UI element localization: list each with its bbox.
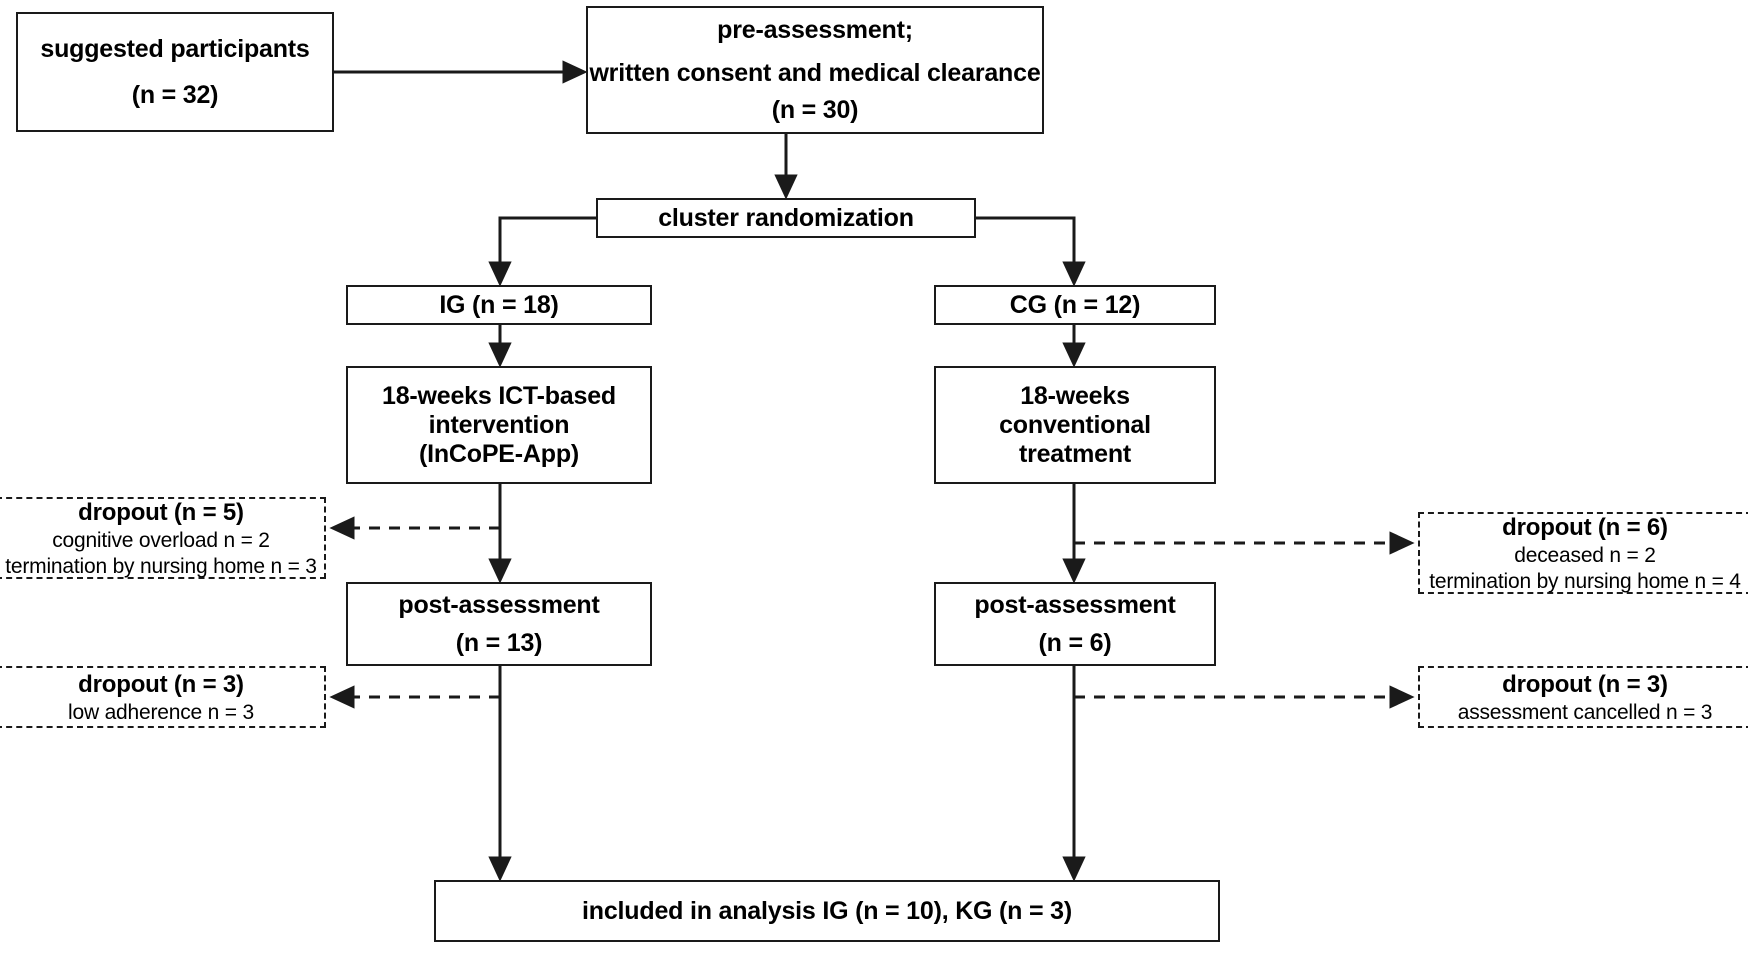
suggested-participants-count: (n = 32) <box>131 81 219 109</box>
cg-post-assessment-box[interactable]: post-assessment (n = 6) <box>934 582 1216 666</box>
pre-assessment-line-1: pre-assessment; <box>717 15 913 44</box>
ig-group-box[interactable]: IG (n = 18) <box>346 285 652 325</box>
ig-dropout-1-box[interactable]: dropout (n = 5) cognitive overload n = 2… <box>0 497 326 579</box>
cg-dropout-1-heading: dropout (n = 6) <box>1502 513 1668 541</box>
cg-treatment-line-3: treatment <box>1018 439 1132 468</box>
cg-dropout-1-detail-1: deceased n = 2 <box>1514 543 1656 567</box>
cg-group-label: CG (n = 12) <box>1009 290 1141 319</box>
ig-intervention-line-3: (InCoPE-App) <box>418 439 580 468</box>
ig-post-assessment-count: (n = 13) <box>455 629 543 657</box>
ig-dropout-1-detail-1: cognitive overload n = 2 <box>52 528 270 552</box>
suggested-participants-box[interactable]: suggested participants (n = 32) <box>16 12 334 132</box>
cg-dropout-2-heading: dropout (n = 3) <box>1502 670 1668 698</box>
cg-dropout-2-detail-1: assessment cancelled n = 3 <box>1457 700 1713 724</box>
cluster-randomization-box[interactable]: cluster randomization <box>596 198 976 238</box>
ig-dropout-1-heading: dropout (n = 5) <box>78 498 244 526</box>
ig-post-assessment-line-1: post-assessment <box>398 590 600 619</box>
ig-intervention-box[interactable]: 18-weeks ICT-based intervention (InCoPE-… <box>346 366 652 484</box>
cg-treatment-box[interactable]: 18-weeks conventional treatment <box>934 366 1216 484</box>
pre-assessment-line-2: written consent and medical clearance <box>589 59 1041 88</box>
connector-randomization-to-cg <box>976 216 1086 287</box>
cg-post-assessment-count: (n = 6) <box>1038 629 1112 657</box>
included-in-analysis-box[interactable]: included in analysis IG (n = 10), KG (n … <box>434 880 1220 942</box>
cg-dropout-1-detail-2: termination by nursing home n = 4 <box>1429 569 1741 593</box>
pre-assessment-box[interactable]: pre-assessment; written consent and medi… <box>586 6 1044 134</box>
cluster-randomization-label: cluster randomization <box>658 203 914 232</box>
ig-group-label: IG (n = 18) <box>439 290 559 319</box>
suggested-participants-line-1: suggested participants <box>40 34 310 63</box>
cg-dropout-1-box[interactable]: dropout (n = 6) deceased n = 2 terminati… <box>1418 512 1748 594</box>
ig-dropout-1-detail-2: termination by nursing home n = 3 <box>5 554 317 578</box>
ig-dropout-2-heading: dropout (n = 3) <box>78 670 244 698</box>
ig-dropout-2-box[interactable]: dropout (n = 3) low adherence n = 3 <box>0 666 326 728</box>
cg-treatment-line-2: conventional <box>999 410 1151 439</box>
cg-treatment-line-1: 18-weeks <box>1020 381 1130 410</box>
cg-dropout-2-box[interactable]: dropout (n = 3) assessment cancelled n =… <box>1418 666 1748 728</box>
ig-post-assessment-box[interactable]: post-assessment (n = 13) <box>346 582 652 666</box>
cg-post-assessment-line-1: post-assessment <box>974 590 1176 619</box>
included-in-analysis-label: included in analysis IG (n = 10), KG (n … <box>582 896 1072 925</box>
pre-assessment-count: (n = 30) <box>771 95 859 124</box>
connector-randomization-to-ig <box>488 216 596 287</box>
ig-intervention-line-2: intervention <box>428 410 570 439</box>
cg-group-box[interactable]: CG (n = 12) <box>934 285 1216 325</box>
ig-dropout-2-detail-1: low adherence n = 3 <box>68 700 254 724</box>
ig-intervention-line-1: 18-weeks ICT-based <box>381 381 616 410</box>
